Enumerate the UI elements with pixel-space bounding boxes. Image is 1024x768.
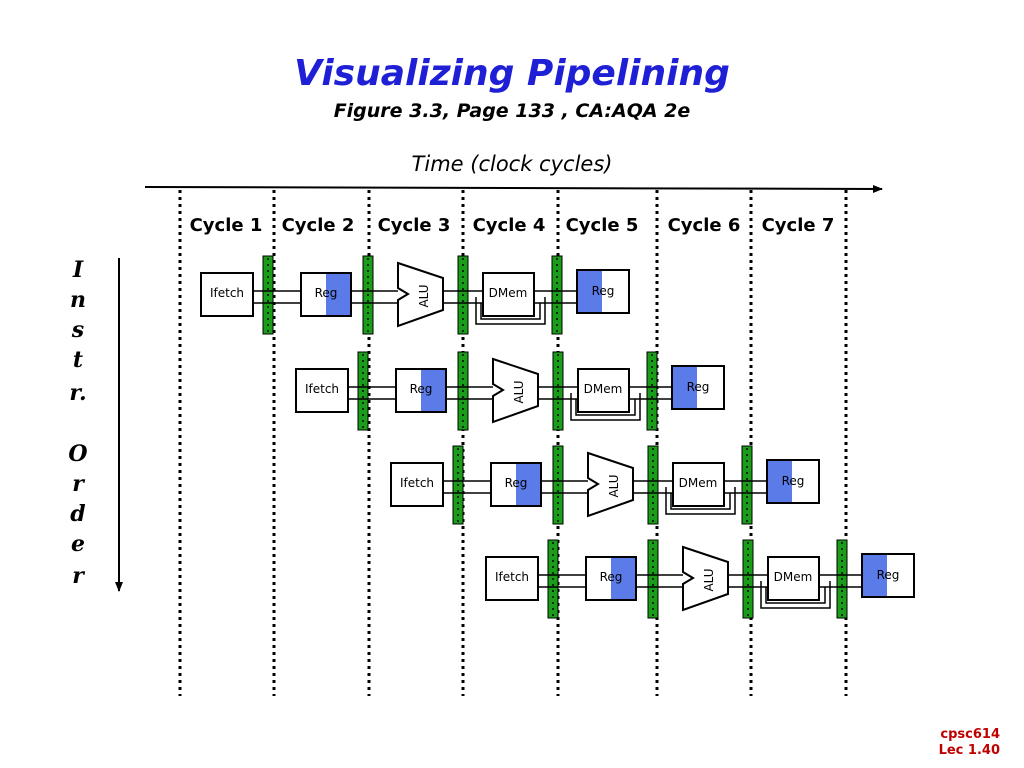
instruction-row: Ifetch Reg ALU DMem Reg [390, 445, 820, 525]
alu-stage [587, 451, 634, 518]
ifetch-stage [485, 556, 539, 601]
reg-write-highlight [863, 555, 887, 596]
reg-write-highlight [673, 367, 697, 408]
slide-title: Visualizing Pipelining [294, 53, 730, 94]
ifetch-label: Ifetch [305, 382, 339, 396]
order-letter-n: n [70, 287, 86, 313]
slide-footer: cpsc614 Lec 1.40 [900, 727, 1000, 759]
order-letter-e: e [71, 531, 85, 557]
alu-stage [682, 545, 729, 612]
ifetch-stage [295, 368, 349, 413]
order-letter-r-dot: r. [69, 380, 87, 406]
dmem-bypass-wire [475, 297, 546, 325]
dmem-label: DMem [679, 476, 718, 490]
alu-stage [397, 261, 444, 328]
reg-read-highlight [326, 274, 350, 315]
instruction-row: Ifetch Reg ALU DMem Reg [485, 539, 915, 619]
ifetch-label: Ifetch [400, 476, 434, 490]
dmem-bypass-wire [575, 399, 636, 416]
alu-label: ALU [512, 380, 526, 403]
order-letter-d: d [70, 501, 86, 527]
reg-read-highlight [421, 370, 445, 411]
order-letter-s: s [71, 317, 85, 343]
time-axis-arrow [144, 184, 883, 193]
cycle-label-5: Cycle 5 [565, 215, 639, 236]
reg-read-label: Reg [600, 570, 623, 584]
dmem-label: DMem [584, 382, 623, 396]
dmem-bypass-wire [670, 493, 731, 510]
order-letter-r: r [72, 471, 84, 497]
order-letter-I: I [72, 257, 84, 283]
time-axis-label: Time (clock cycles) [411, 152, 613, 176]
reg-write-highlight [578, 271, 602, 312]
cycle-label-6: Cycle 6 [667, 215, 741, 236]
cycle-label-1: Cycle 1 [189, 215, 263, 236]
cycle-label-7: Cycle 7 [761, 215, 835, 236]
dmem-stage [767, 556, 820, 601]
dmem-bypass-wire [760, 581, 831, 609]
order-letter-O: O [68, 441, 88, 467]
reg-read-label: Reg [315, 286, 338, 300]
dmem-stage [577, 368, 630, 413]
ifetch-stage [390, 462, 444, 507]
dmem-stage [482, 272, 535, 317]
reg-write-highlight [768, 461, 792, 502]
dmem-label: DMem [489, 286, 528, 300]
reg-read-label: Reg [410, 382, 433, 396]
alu-stage [492, 357, 539, 424]
alu-label: ALU [417, 284, 431, 307]
course-label: cpsc614 [940, 727, 1000, 742]
cycle-label-2: Cycle 2 [281, 215, 355, 236]
lecture-number: Lec 1.40 [938, 743, 1000, 758]
alu-label: ALU [607, 474, 621, 497]
ifetch-label: Ifetch [210, 286, 244, 300]
reg-write-label: Reg [877, 568, 900, 582]
reg-read-highlight [516, 464, 540, 505]
dmem-bypass-wire [480, 303, 541, 320]
cycle-label-3: Cycle 3 [377, 215, 451, 236]
ifetch-label: Ifetch [495, 570, 529, 584]
order-letter-t: t [72, 347, 84, 373]
cycle-label-4: Cycle 4 [472, 215, 546, 236]
alu-label: ALU [702, 568, 716, 591]
reg-read-label: Reg [505, 476, 528, 490]
ifetch-stage [200, 272, 254, 317]
reg-write-label: Reg [687, 380, 710, 394]
dmem-bypass-wire [665, 487, 736, 515]
instruction-row: Ifetch Reg ALU DMem Reg [295, 351, 725, 431]
reg-write-label: Reg [782, 474, 805, 488]
dmem-label: DMem [774, 570, 813, 584]
reg-read-highlight [611, 558, 635, 599]
dmem-stage [672, 462, 725, 507]
dmem-bypass-wire [765, 587, 826, 604]
instruction-row: Ifetch Reg ALU DMem Reg [200, 255, 630, 335]
order-letter-r2: r [72, 563, 84, 589]
reg-write-label: Reg [592, 284, 615, 298]
dmem-bypass-wire [570, 393, 641, 421]
figure-reference: Figure 3.3, Page 133 , CA:AQA 2e [333, 100, 691, 122]
